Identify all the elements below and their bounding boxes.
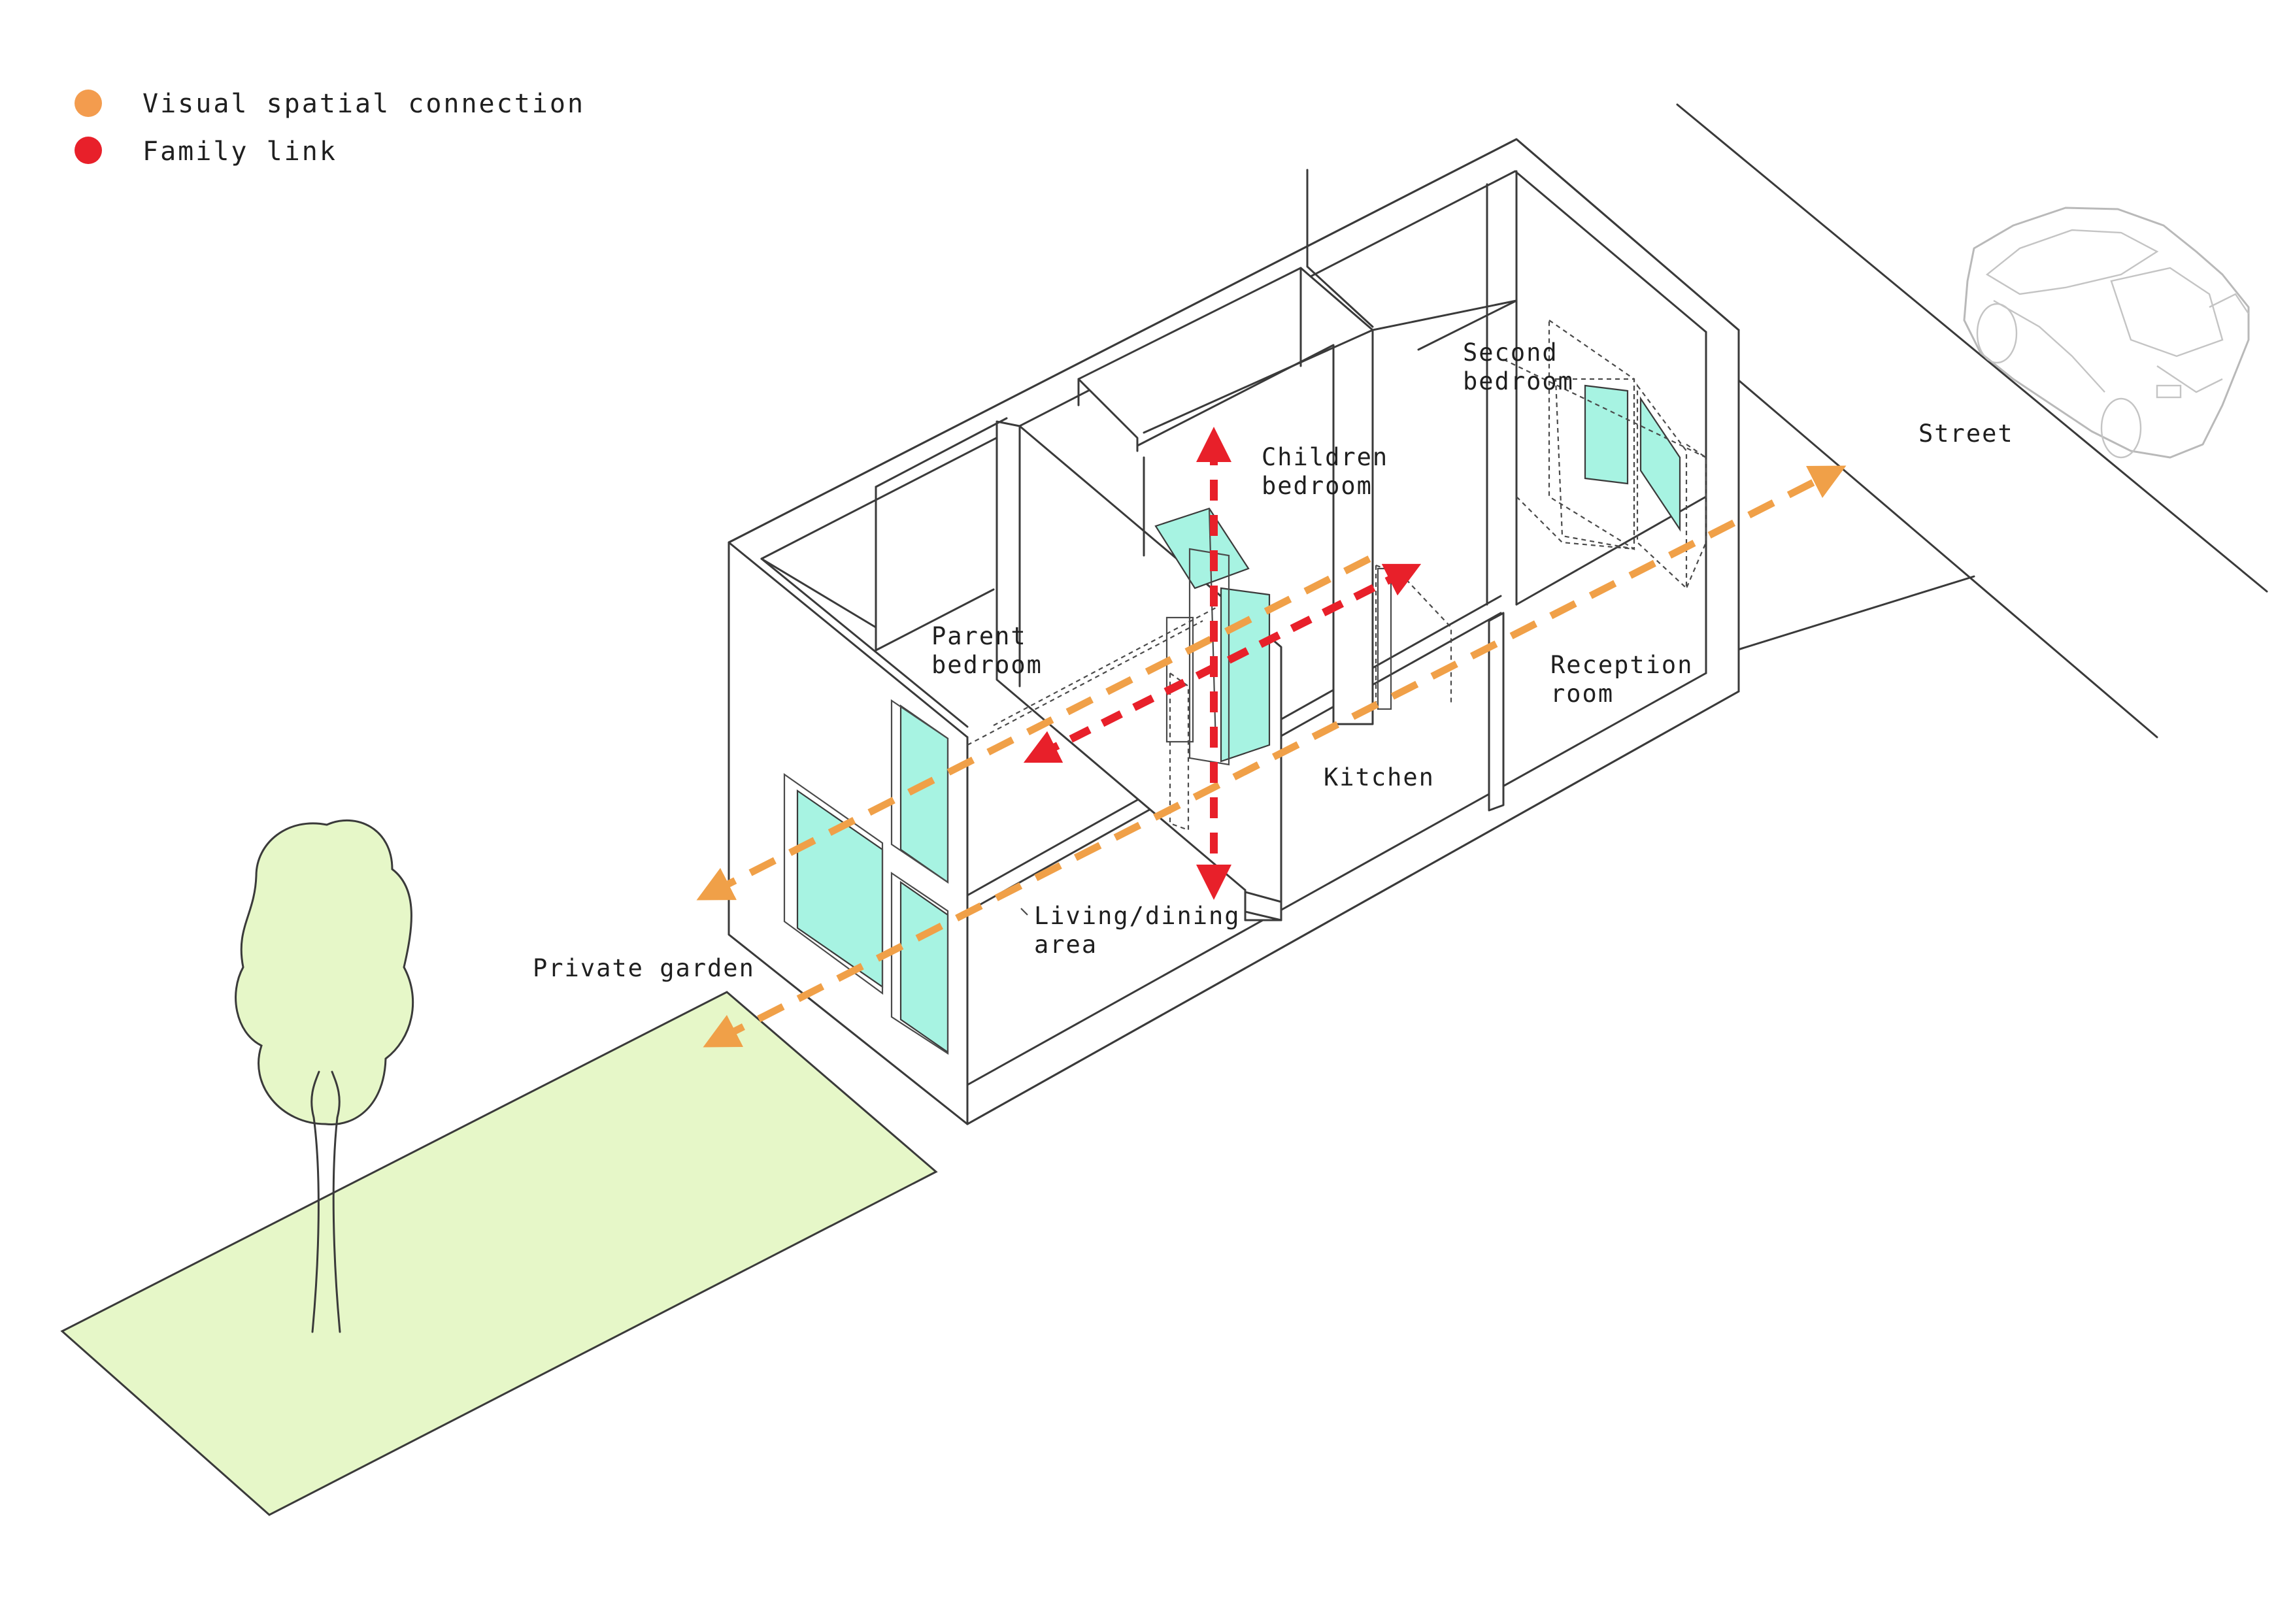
label-kitchen: Kitchen [1324, 763, 1435, 791]
second-bedroom-glass-1 [1584, 384, 1629, 485]
label-reception-room-2: room [1550, 680, 1614, 708]
label-private-garden: Private garden [533, 954, 755, 982]
label-children-bedroom-1: Children [1262, 443, 1388, 471]
tree-icon [235, 819, 414, 1333]
house [728, 138, 1740, 1125]
label-parent-bedroom-1: Parent [931, 622, 1027, 650]
room-labels: Second bedroom Children bedroom Parent b… [533, 339, 2014, 982]
label-living-dining-1: Living/dining [1034, 902, 1241, 930]
legend: Visual spatial connection Family link [75, 89, 585, 167]
legend-label-visual: Visual spatial connection [142, 89, 585, 119]
label-parent-bedroom-2: bedroom [931, 651, 1043, 679]
car-icon [1963, 207, 2250, 459]
label-children-bedroom-2: bedroom [1262, 472, 1373, 500]
family-link-arrows [1023, 427, 1422, 900]
label-reception-room-1: Reception [1550, 651, 1693, 679]
visual-link-legend-dot [75, 90, 102, 117]
family-link-legend-dot [75, 137, 102, 164]
label-living-dining-2: area [1034, 931, 1097, 959]
label-second-bedroom-2: bedroom [1463, 367, 1574, 395]
label-street: Street [1918, 420, 2014, 448]
private-garden [60, 991, 938, 1516]
label-second-bedroom-1: Second [1463, 339, 1558, 367]
legend-label-family: Family link [142, 137, 337, 167]
